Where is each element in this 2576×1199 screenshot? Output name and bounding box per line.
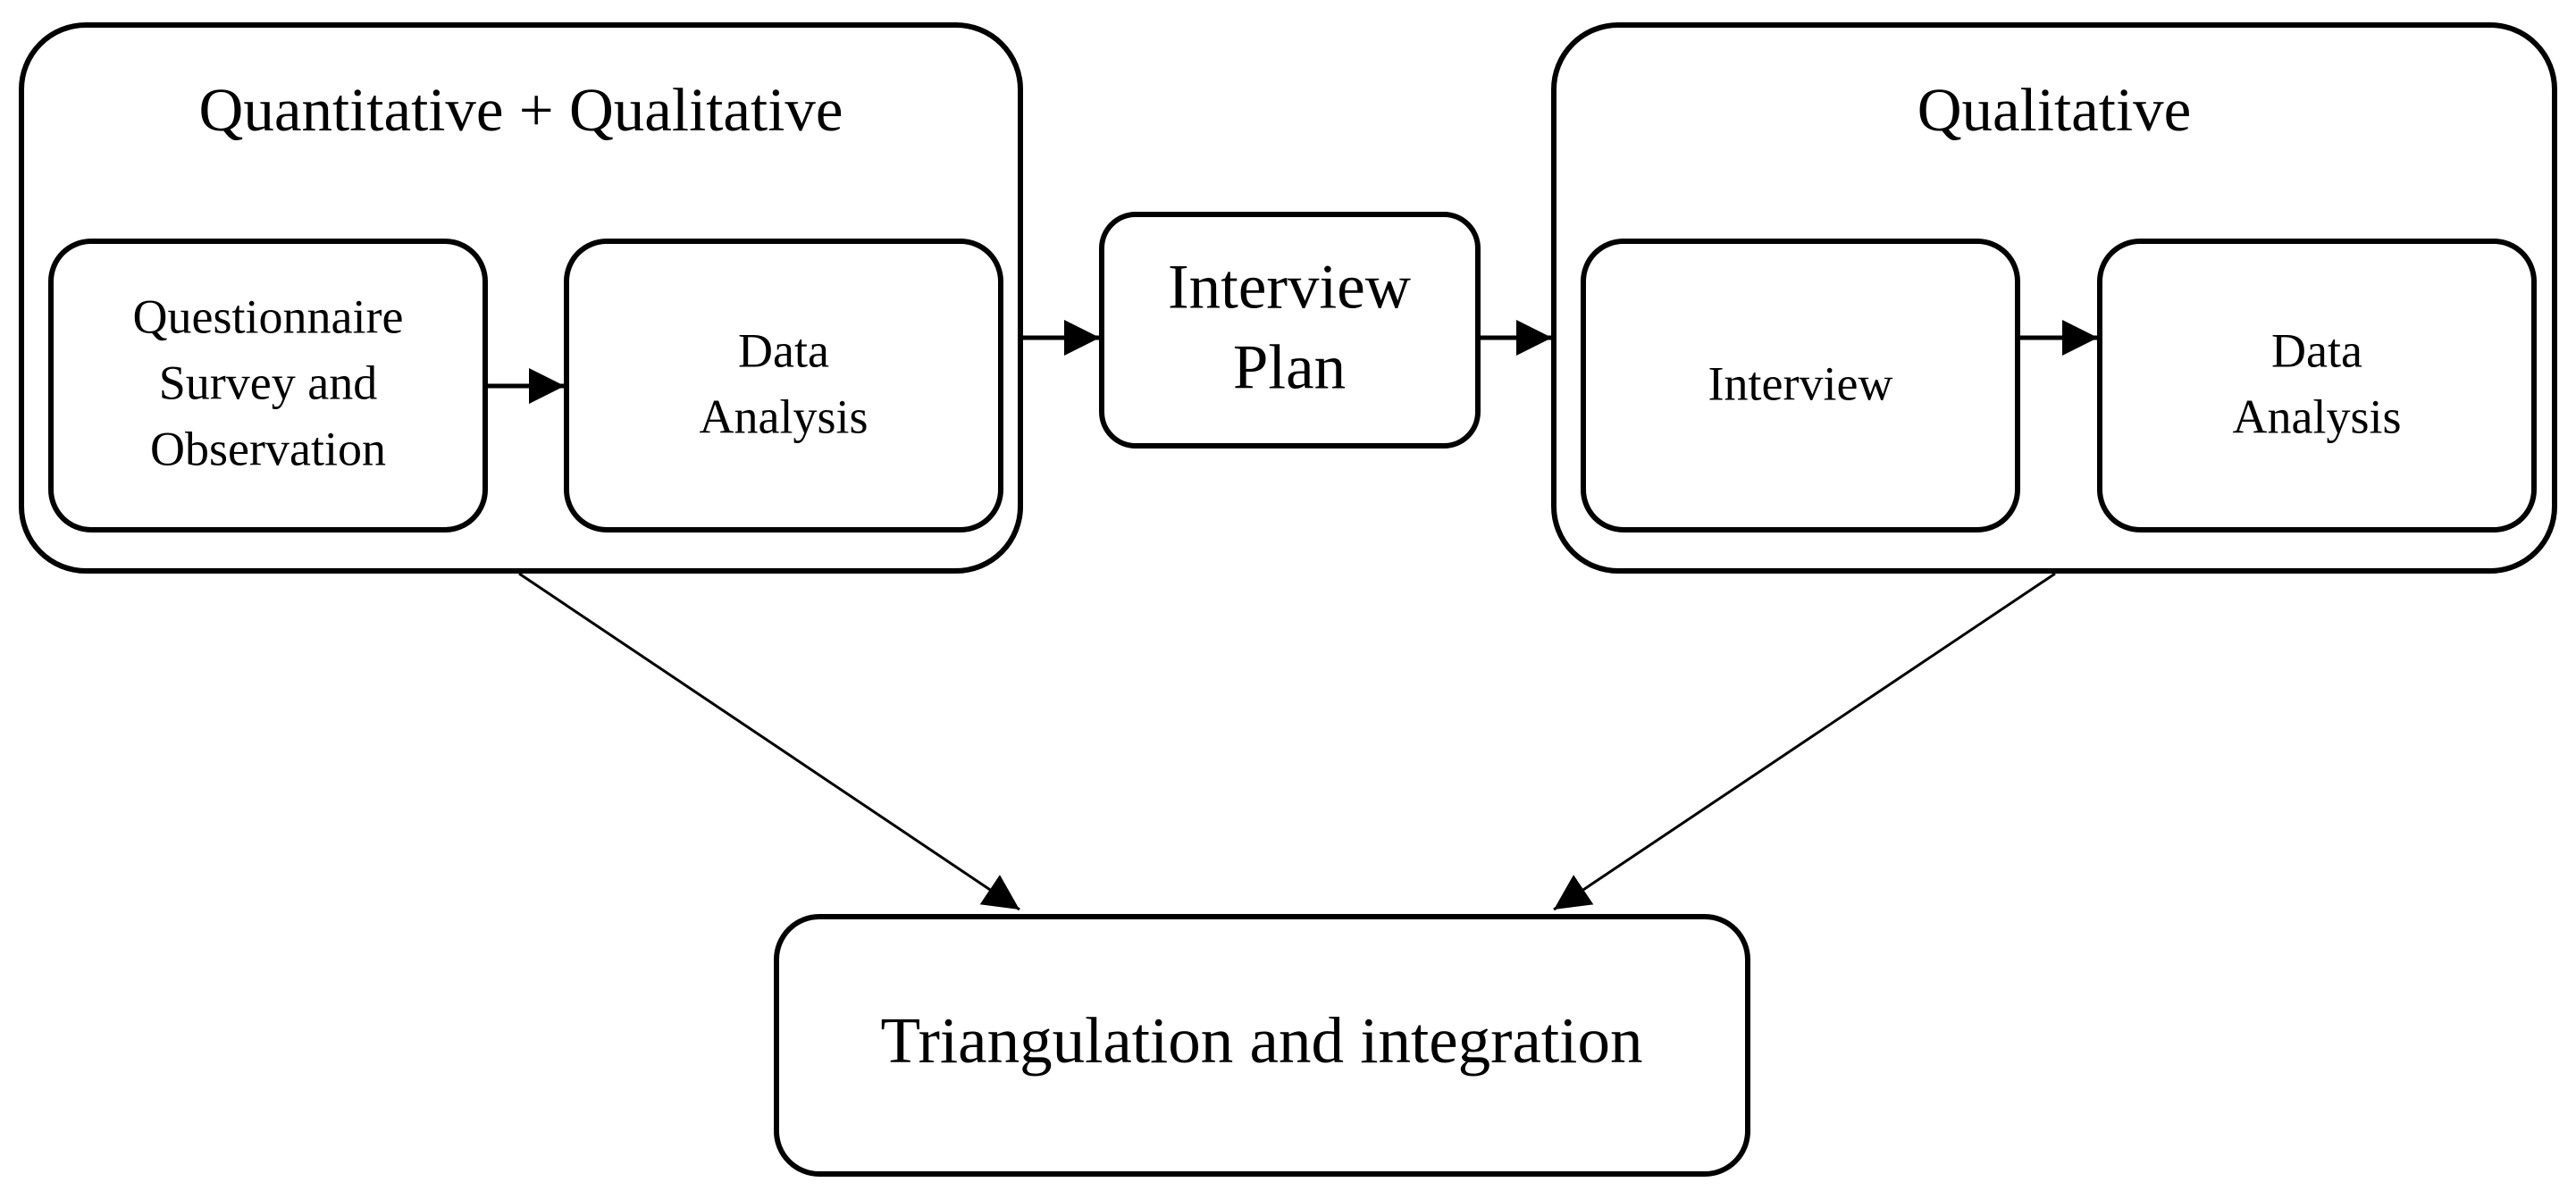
triangulation-node: Triangulation and integration (774, 914, 1750, 1177)
quant-qual-group-title: Quantitative + Qualitative (198, 76, 843, 144)
questionnaire-node: Questionnaire Survey and Observation (48, 239, 488, 532)
data-analysis-left-line-2: Analysis (700, 390, 868, 443)
data-analysis-left-node: Data Analysis (564, 239, 1003, 532)
data-analysis-right-line-2: Analysis (2233, 390, 2402, 443)
interview-node: Interview (1581, 239, 2020, 532)
questionnaire-line-1: Questionnaire (133, 289, 404, 343)
arrow-left-group-to-triangulation (518, 572, 1020, 911)
questionnaire-line-2: Survey and (159, 356, 377, 409)
data-analysis-right-line-1: Data (2271, 323, 2362, 377)
questionnaire-line-3: Observation (150, 422, 386, 475)
interview-plan-node: Interview Plan (1099, 212, 1481, 449)
arrow-right-group-to-triangulation (1553, 572, 2056, 911)
interview-line-1: Interview (1708, 356, 1893, 410)
data-analysis-left-line-1: Data (738, 323, 829, 377)
qual-group-title: Qualitative (1917, 76, 2192, 144)
interview-plan-line-2: Plan (1233, 332, 1346, 402)
interview-plan-line-1: Interview (1168, 252, 1411, 322)
data-analysis-right-node: Data Analysis (2097, 239, 2537, 532)
triangulation-label: Triangulation and integration (881, 1004, 1643, 1077)
